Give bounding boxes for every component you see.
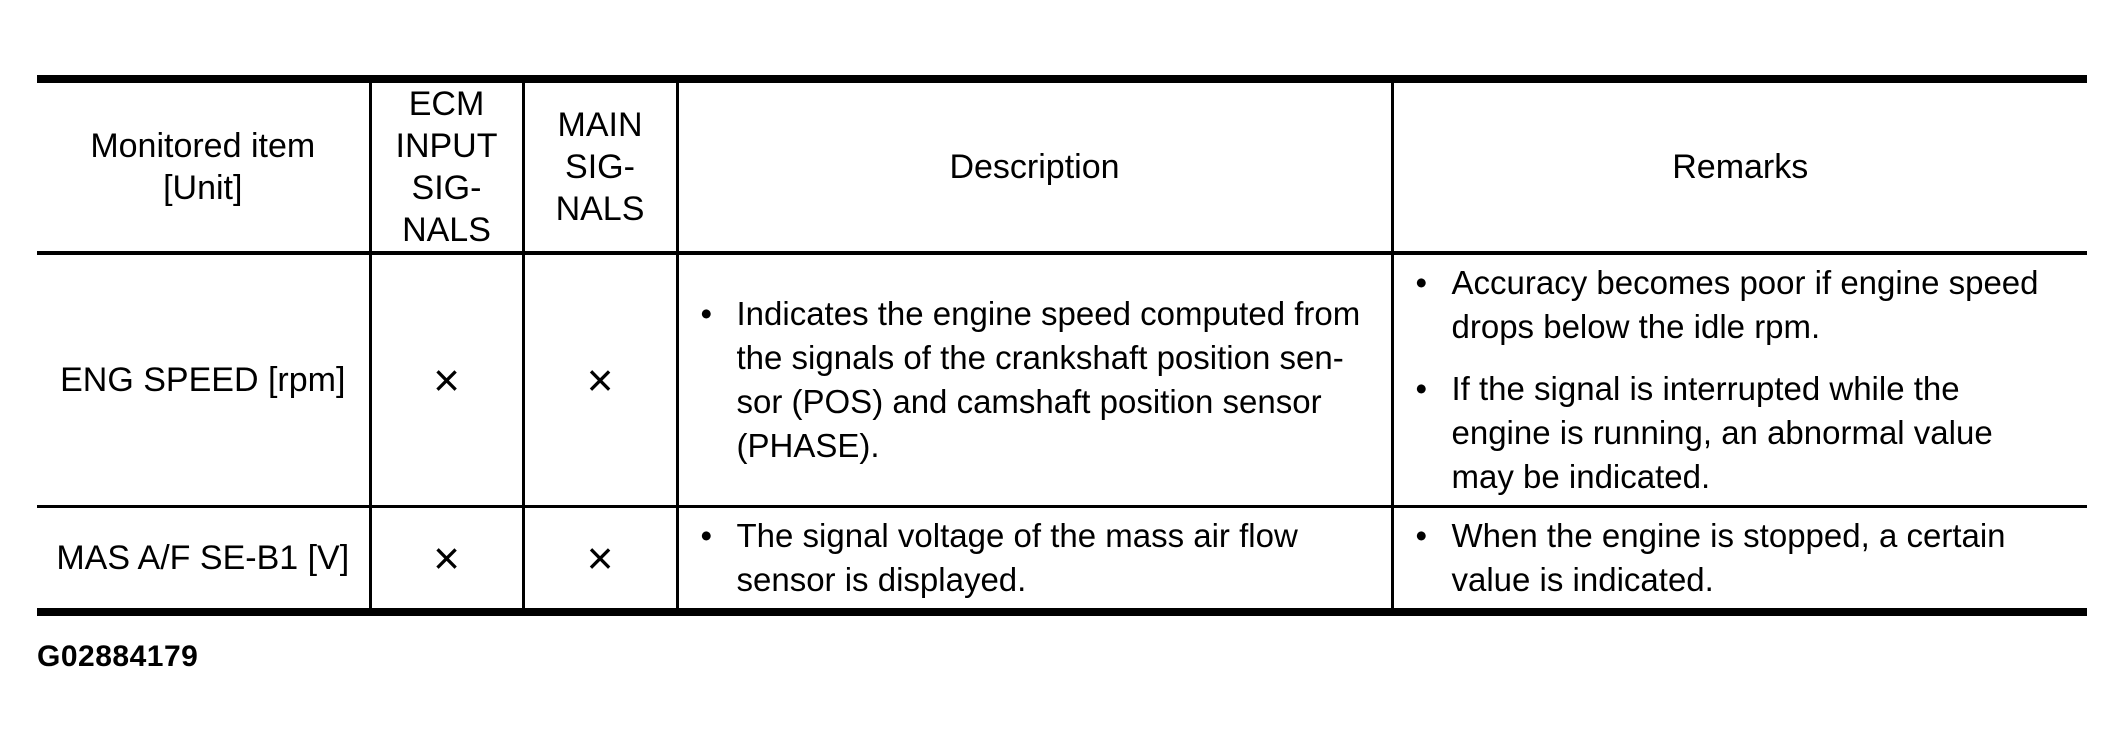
monitored-items-table: Monitored item [Unit] ECM INPUT SIG- NAL… [37, 75, 2087, 616]
description-list: The signal voltage of the mass air flow … [679, 508, 1391, 608]
list-item: The signal voltage of the mass air flow … [699, 514, 1383, 602]
table-row-eng-speed: ENG SPEED [rpm] × × Indicates the engine… [37, 253, 2088, 508]
description-cell: The signal voltage of the mass air flow … [675, 506, 1392, 612]
remarks-list: Accuracy becomes poor if engine speed dr… [1394, 255, 2088, 505]
figure-id: G02884179 [37, 640, 199, 673]
col-header-description: Description [675, 79, 1392, 255]
table-row-mas-af: MAS A/F SE-B1 [V] × × The signal voltage… [37, 506, 2088, 612]
remarks-cell: When the engine is stopped, a certain va… [1390, 506, 2088, 612]
main-signal-mark: × [521, 253, 677, 508]
description-list: Indicates the engine speed computed from… [679, 286, 1391, 474]
table-header-row: Monitored item [Unit] ECM INPUT SIG- NAL… [37, 79, 2087, 255]
ecm-input-signal-mark: × [368, 253, 523, 508]
main-signal-mark: × [521, 506, 677, 612]
col-header-main-signals: MAIN SIG- NALS [521, 79, 677, 255]
remarks-cell: Accuracy becomes poor if engine speed dr… [1390, 253, 2088, 508]
col-header-ecm-input-signals: ECM INPUT SIG- NALS [368, 79, 523, 255]
description-cell: Indicates the engine speed computed from… [675, 253, 1392, 508]
list-item: If the signal is interrupted while the e… [1414, 367, 2080, 499]
remarks-list: When the engine is stopped, a certain va… [1394, 508, 2088, 608]
col-header-remarks: Remarks [1390, 79, 2087, 255]
monitored-item-cell: MAS A/F SE-B1 [V] [56, 539, 350, 577]
list-item: When the engine is stopped, a certain va… [1414, 514, 2080, 602]
list-item: Indicates the engine speed computed from… [699, 292, 1383, 468]
ecm-input-signal-mark: × [368, 506, 523, 612]
col-header-monitored-item: Monitored item [Unit] [37, 79, 370, 255]
monitored-item-cell: ENG SPEED [rpm] [37, 253, 370, 508]
list-item: Accuracy becomes poor if engine speed dr… [1414, 261, 2080, 349]
